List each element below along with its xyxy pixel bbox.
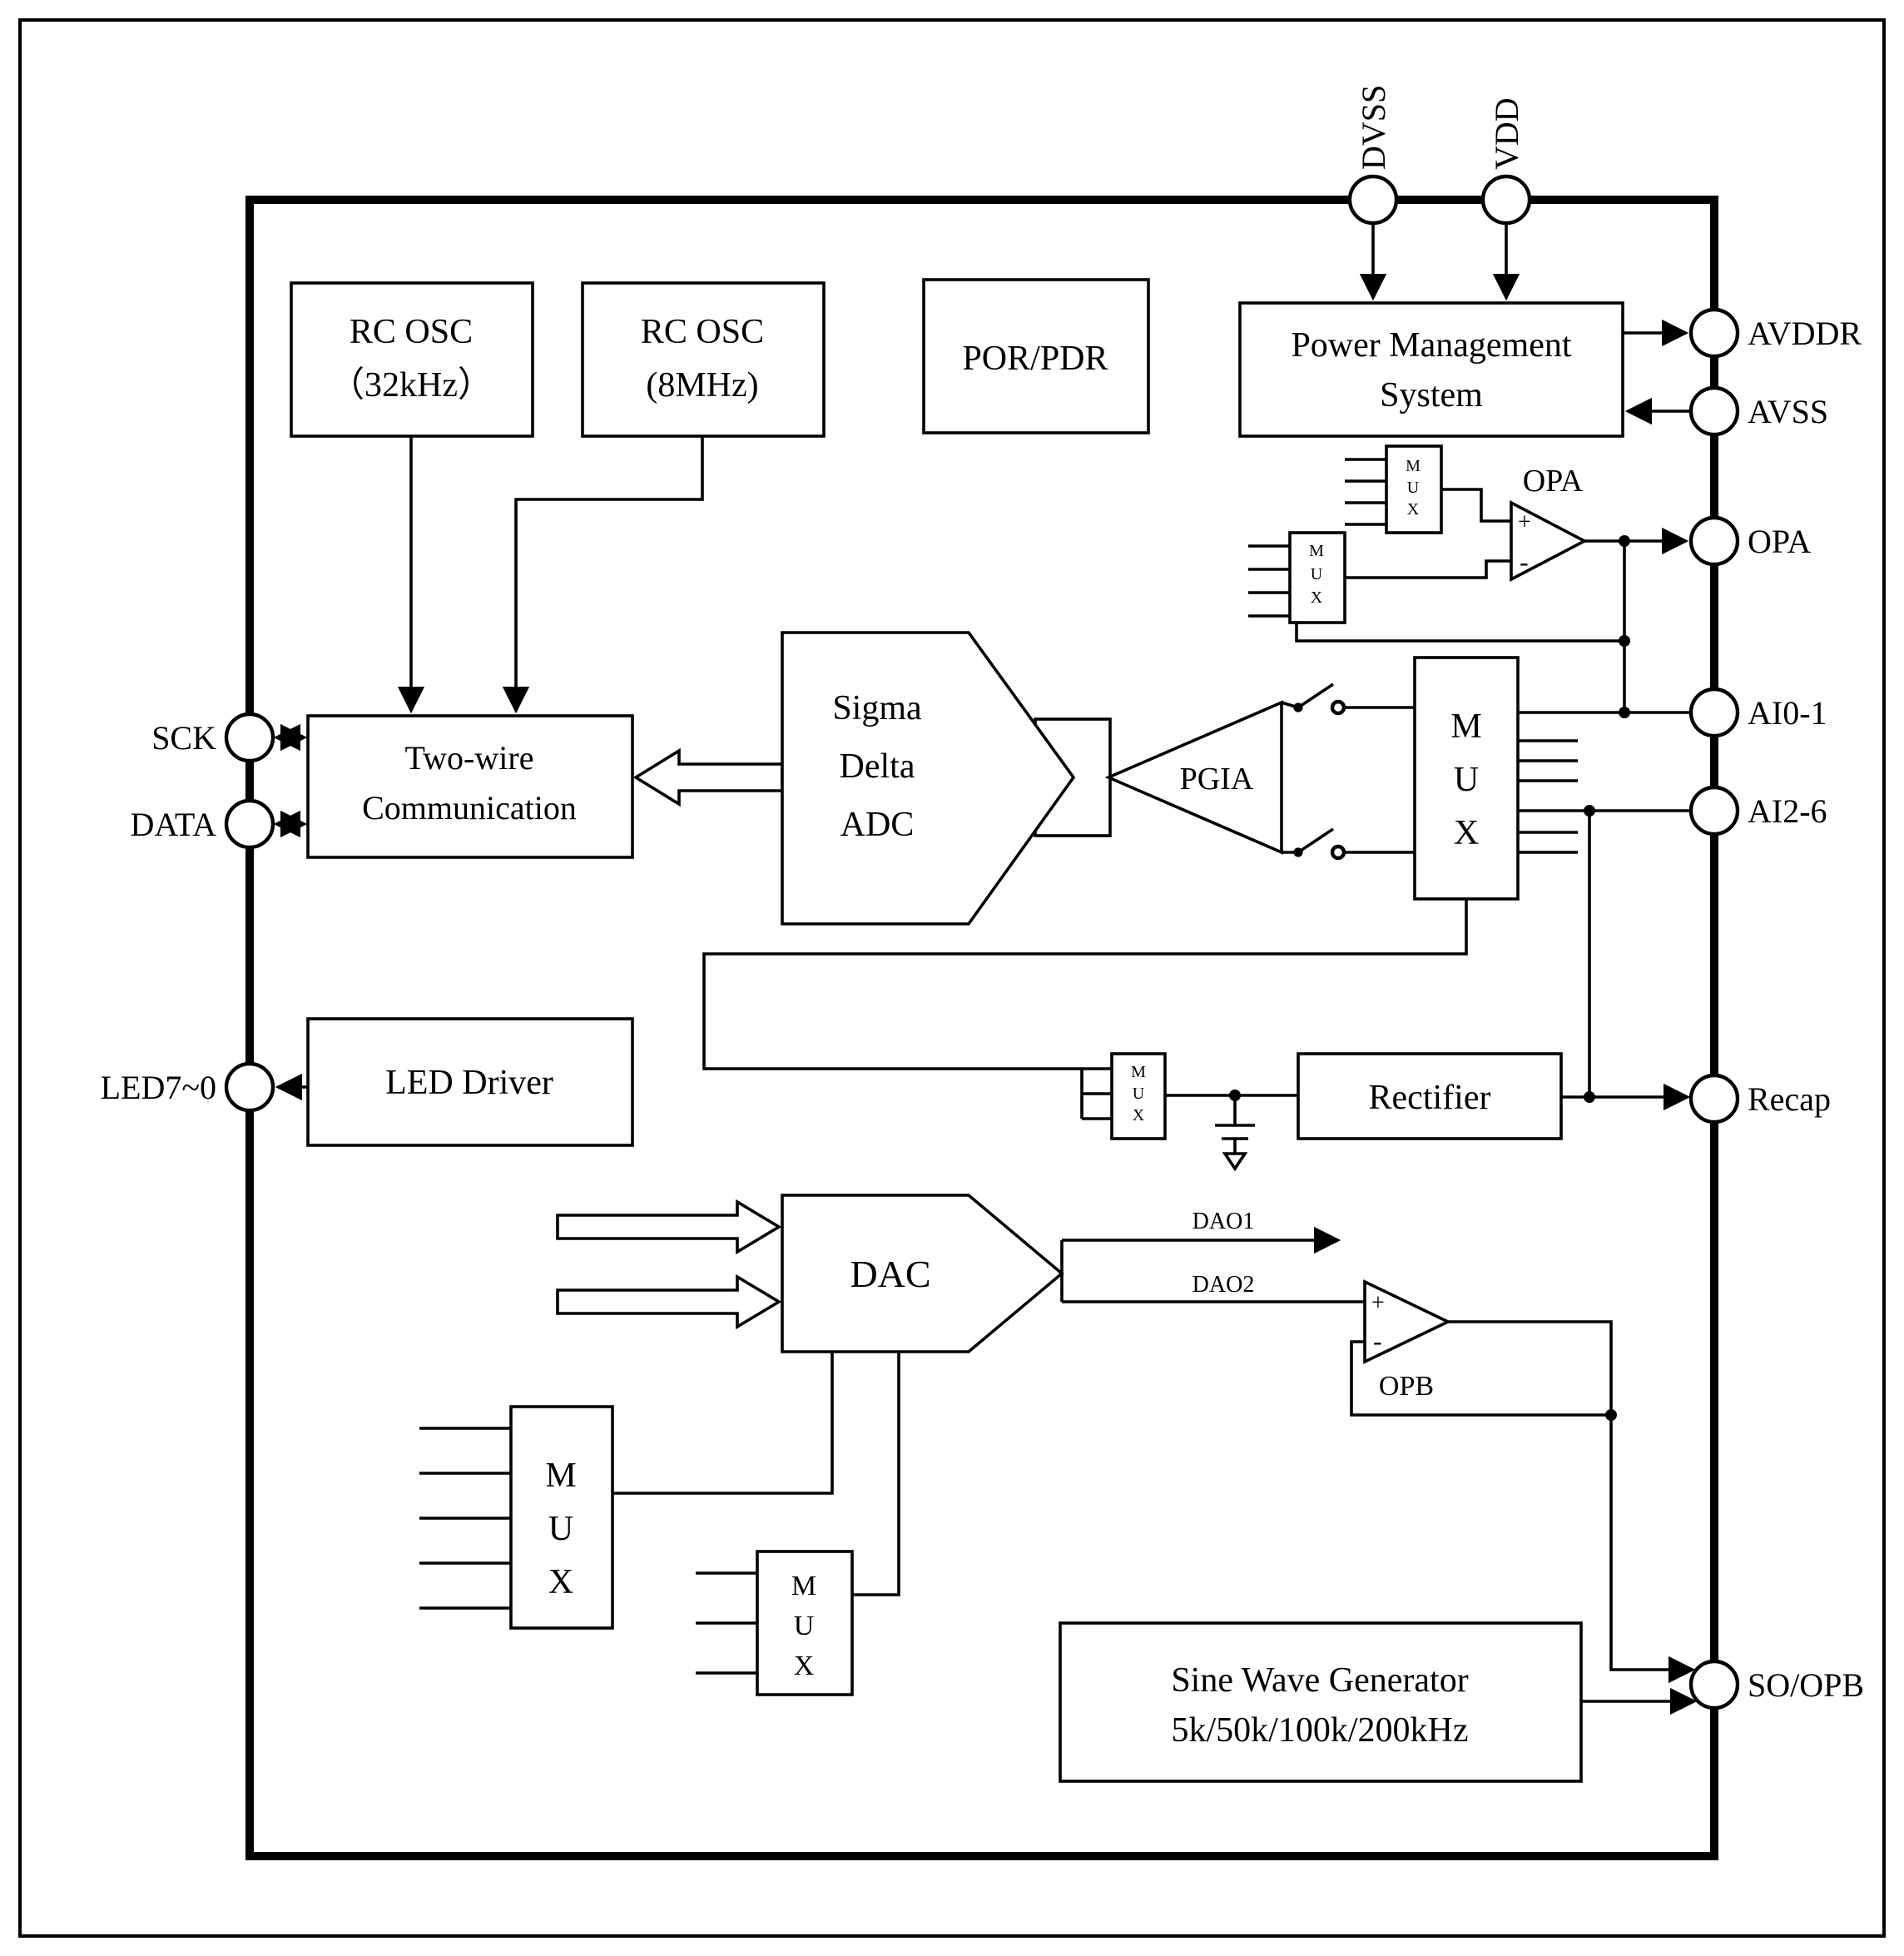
pin-ai2-6-label: AI2-6 — [1748, 792, 1827, 830]
two-wire-label-1: Two-wire — [405, 739, 534, 777]
opb-amp-label: OPB — [1379, 1371, 1434, 1402]
adc-label-2: Delta — [840, 747, 915, 786]
pin-so-opb-label: SO/OPB — [1748, 1666, 1864, 1704]
pms-label-2: System — [1380, 376, 1483, 415]
dac-label: DAC — [850, 1253, 930, 1295]
pin-avddr: AVDDR — [1688, 307, 1862, 359]
mux-letter: X — [794, 1651, 815, 1681]
mux-letter: U — [1133, 1085, 1145, 1103]
mux-letter: U — [794, 1611, 815, 1641]
pin-sck: SCK — [151, 712, 275, 763]
pin-avddr-label: AVDDR — [1748, 315, 1862, 352]
block-rectifier: Rectifier — [1297, 1052, 1563, 1140]
block-dac: DAC — [781, 1194, 1064, 1353]
dac-input-arrow-icon — [556, 1199, 782, 1255]
rectifier-label: Rectifier — [1369, 1079, 1491, 1117]
mux-letter: M — [1309, 542, 1324, 560]
switch-contact-icon — [1330, 844, 1346, 861]
block-opa-mux-p: M U X — [1385, 444, 1443, 534]
mux-letter: X — [1454, 814, 1479, 852]
adc-to-twowire-arrow-icon — [632, 747, 784, 807]
block-dac-mux-2: M U X — [756, 1550, 854, 1696]
switch-contact-icon — [1330, 699, 1346, 716]
block-pgia: PGIA — [1104, 700, 1283, 855]
block-sigma-delta-adc: Sigma Delta ADC — [781, 631, 1076, 926]
pin-vdd-label: VDD — [1488, 97, 1525, 170]
opb-amplifier: + - OPB — [1363, 1279, 1452, 1402]
opa-amp-label: OPA — [1523, 464, 1584, 499]
rc-osc-32k-label: RC OSC — [350, 313, 473, 351]
mux-letter: U — [1407, 479, 1420, 497]
mux-letter: U — [548, 1510, 573, 1548]
block-adc-input-mux: M U X — [1413, 656, 1520, 901]
block-rc-osc-8m: RC OSC (8MHz) — [581, 281, 826, 438]
opa-minus-sign: - — [1520, 547, 1529, 577]
mux-letter: M — [791, 1571, 816, 1601]
pin-recap: Recap — [1688, 1073, 1831, 1124]
dac-input-arrow-icon — [556, 1273, 782, 1330]
pin-ai0-1: AI0-1 — [1688, 687, 1827, 738]
adc-label-3: ADC — [840, 806, 915, 844]
pin-dvss-label: DVSS — [1355, 85, 1392, 170]
opb-minus-sign: - — [1373, 1326, 1382, 1356]
led-driver-label: LED Driver — [385, 1064, 553, 1102]
chip-boundary — [245, 196, 1718, 1860]
mux-letter: X — [1311, 588, 1323, 607]
sine-label-1: Sine Wave Generator — [1171, 1661, 1468, 1700]
pin-led7-0-label: LED7~0 — [101, 1069, 216, 1106]
pin-opa-label: OPA — [1748, 523, 1811, 560]
pin-ai2-6: AI2-6 — [1688, 785, 1827, 837]
pin-ai0-1-label: AI0-1 — [1748, 694, 1827, 732]
opa-plus-sign: + — [1518, 509, 1531, 535]
pin-avss: AVSS — [1688, 385, 1828, 437]
rc-osc-8m-freq: (8MHz) — [646, 366, 758, 405]
rc-osc-8m-label: RC OSC — [641, 313, 764, 351]
sine-label-2: 5k/50k/100k/200kHz — [1172, 1711, 1469, 1750]
two-wire-label-2: Communication — [362, 789, 577, 827]
wires — [273, 223, 1698, 1715]
block-power-management: Power Management System — [1238, 301, 1624, 438]
pin-avss-label: AVSS — [1748, 393, 1828, 430]
pin-led7-0: LED7~0 — [101, 1061, 275, 1113]
pin-sck-label: SCK — [151, 719, 216, 757]
pgia-label: PGIA — [1180, 762, 1254, 797]
mux-letter: U — [1311, 565, 1323, 583]
block-por-pdr: POR/PDR — [922, 278, 1150, 434]
block-led-driver: LED Driver — [306, 1017, 634, 1147]
block-rc-osc-32k: RC OSC （32kHz） — [290, 281, 534, 438]
mux-letter: U — [1454, 761, 1479, 799]
mux-letter: X — [1407, 500, 1420, 519]
ground-icon — [1222, 1152, 1248, 1172]
mux-letter: M — [545, 1457, 576, 1495]
dao2-label: DAO2 — [1192, 1272, 1255, 1298]
pin-data: DATA — [131, 798, 275, 850]
pin-so-opb: SO/OPB — [1688, 1659, 1864, 1710]
pms-label-1: Power Management — [1291, 326, 1571, 365]
adc-label-1: Sigma — [832, 689, 922, 727]
block-dac-mux-1: M U X — [509, 1405, 614, 1630]
mux-letter: X — [548, 1563, 573, 1601]
pin-vdd: VDD — [1480, 97, 1532, 226]
dao1-label: DAO1 — [1192, 1209, 1255, 1234]
opa-amplifier: + - OPA — [1510, 464, 1588, 582]
mux-letter: M — [1131, 1063, 1146, 1081]
pin-data-label: DATA — [131, 806, 217, 843]
pin-recap-label: Recap — [1748, 1080, 1831, 1118]
por-pdr-label: POR/PDR — [962, 340, 1108, 378]
mux-letter: M — [1406, 457, 1421, 475]
block-two-wire-communication: Two-wire Communication — [306, 714, 634, 859]
block-sine-wave-generator: Sine Wave Generator 5k/50k/100k/200kHz — [1059, 1621, 1583, 1783]
mux-letter: X — [1133, 1106, 1145, 1124]
junction-dots — [1229, 535, 1630, 1421]
opb-plus-sign: + — [1371, 1290, 1385, 1316]
block-opa-mux-n: M U X — [1288, 531, 1346, 624]
mux-letter: M — [1450, 707, 1481, 746]
figure-border — [18, 18, 1886, 1938]
rc-osc-32k-freq: （32kHz） — [330, 366, 493, 405]
pin-opa: OPA — [1688, 515, 1811, 567]
pin-dvss: DVSS — [1347, 85, 1399, 226]
block-rectifier-mux: M U X — [1110, 1052, 1167, 1140]
